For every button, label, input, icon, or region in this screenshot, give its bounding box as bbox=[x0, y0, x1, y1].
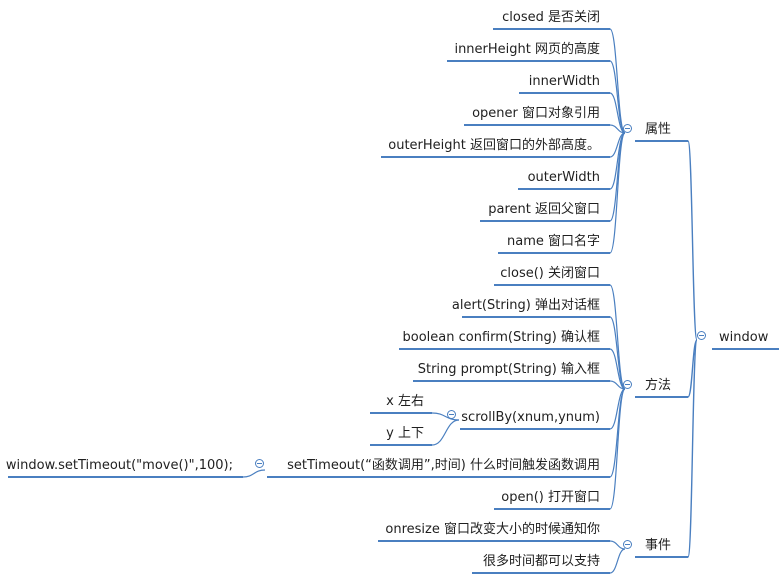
topic-settimeout-example[interactable]: window.setTimeout("move()",100); bbox=[5, 458, 233, 473]
connector bbox=[609, 380, 626, 390]
topic-many-events[interactable]: 很多时间都可以支持 bbox=[482, 554, 600, 569]
topic-confirm[interactable]: boolean confirm(String) 确认框 bbox=[402, 330, 601, 345]
topic-closed[interactable]: closed 是否关闭 bbox=[502, 10, 600, 25]
topic-scroll-y[interactable]: y 上下 bbox=[386, 426, 424, 441]
topic-inner-width[interactable]: innerWidth bbox=[528, 74, 600, 89]
collapse-icon[interactable] bbox=[622, 379, 632, 389]
topic-close[interactable]: close() 关闭窗口 bbox=[500, 266, 600, 281]
collapse-icon[interactable] bbox=[622, 539, 632, 549]
connector bbox=[609, 60, 626, 134]
topic-properties[interactable]: 属性 bbox=[645, 122, 672, 137]
topic-parent[interactable]: parent 返回父窗口 bbox=[488, 202, 600, 217]
connector bbox=[609, 548, 626, 574]
connector bbox=[609, 316, 626, 390]
connector bbox=[687, 140, 698, 341]
topic-open[interactable]: open() 打开窗口 bbox=[501, 490, 600, 505]
topic-outer-height[interactable]: outerHeight 返回窗口的外部高度。 bbox=[388, 138, 600, 153]
connector bbox=[242, 469, 266, 478]
topic-prompt[interactable]: String prompt(String) 输入框 bbox=[417, 362, 600, 377]
connector bbox=[687, 339, 698, 398]
topic-scrollby[interactable]: scrollBy(xnum,ynum) bbox=[461, 410, 600, 425]
topic-events[interactable]: 事件 bbox=[645, 538, 672, 553]
connector bbox=[609, 348, 626, 390]
connector bbox=[609, 388, 626, 478]
topic-inner-height[interactable]: innerHeight 网页的高度 bbox=[454, 42, 600, 57]
topic-outer-width[interactable]: outerWidth bbox=[527, 170, 600, 185]
collapse-icon[interactable] bbox=[254, 458, 264, 468]
topic-scroll-x[interactable]: x 左右 bbox=[386, 394, 424, 409]
connector bbox=[431, 412, 460, 421]
topic-onresize[interactable]: onresize 窗口改变大小的时候通知你 bbox=[385, 522, 600, 537]
root-topic-window[interactable]: window bbox=[719, 330, 769, 345]
topic-settimeout[interactable]: setTimeout(“函数调用”,时间) 什么时间触发函数调用 bbox=[287, 458, 600, 473]
topic-name[interactable]: name 窗口名字 bbox=[507, 234, 600, 249]
connector bbox=[609, 388, 626, 510]
collapse-icon[interactable] bbox=[696, 330, 706, 340]
connector bbox=[431, 419, 460, 446]
topic-alert[interactable]: alert(String) 弹出对话框 bbox=[451, 298, 600, 313]
topic-methods[interactable]: 方法 bbox=[645, 378, 672, 393]
collapse-icon[interactable] bbox=[622, 123, 632, 133]
connector bbox=[609, 284, 626, 390]
connector bbox=[687, 339, 698, 558]
connector bbox=[609, 540, 626, 550]
topic-opener[interactable]: opener 窗口对象引用 bbox=[472, 106, 600, 121]
collapse-icon[interactable] bbox=[446, 409, 456, 419]
connector bbox=[609, 92, 626, 134]
connector bbox=[609, 28, 626, 134]
connector bbox=[609, 132, 626, 254]
connector bbox=[609, 124, 626, 134]
